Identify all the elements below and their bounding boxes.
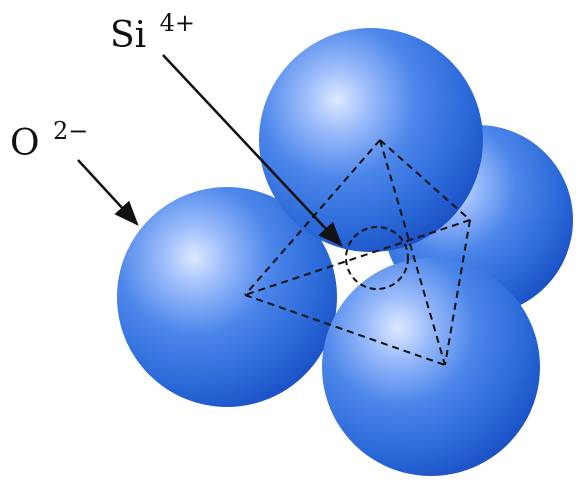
oxygen-sphere-left: [117, 187, 337, 407]
oxygen-label: O 2−: [10, 117, 88, 164]
oxygen-sphere-top: [259, 28, 483, 252]
tetra-edge: [379, 139, 446, 366]
oxygen-sphere-front: [322, 258, 540, 476]
tetra-edge: [244, 139, 381, 296]
silicon-ion-circle: [345, 226, 409, 290]
tetra-edge: [444, 219, 471, 366]
silicon-label: Si 4+: [110, 9, 195, 56]
oxygen-arrow: [77, 159, 139, 226]
silicon-label-base: Si: [110, 15, 146, 56]
tetra-edge: [379, 139, 471, 221]
silicon-arrow: [162, 54, 343, 247]
tetra-edge: [244, 219, 471, 296]
silicon-label-superscript: 4+: [160, 9, 195, 37]
oxygen-label-superscript: 2−: [53, 117, 88, 145]
oxygen-label-base: O: [10, 123, 40, 164]
tetrahedron-edges: [244, 139, 471, 366]
